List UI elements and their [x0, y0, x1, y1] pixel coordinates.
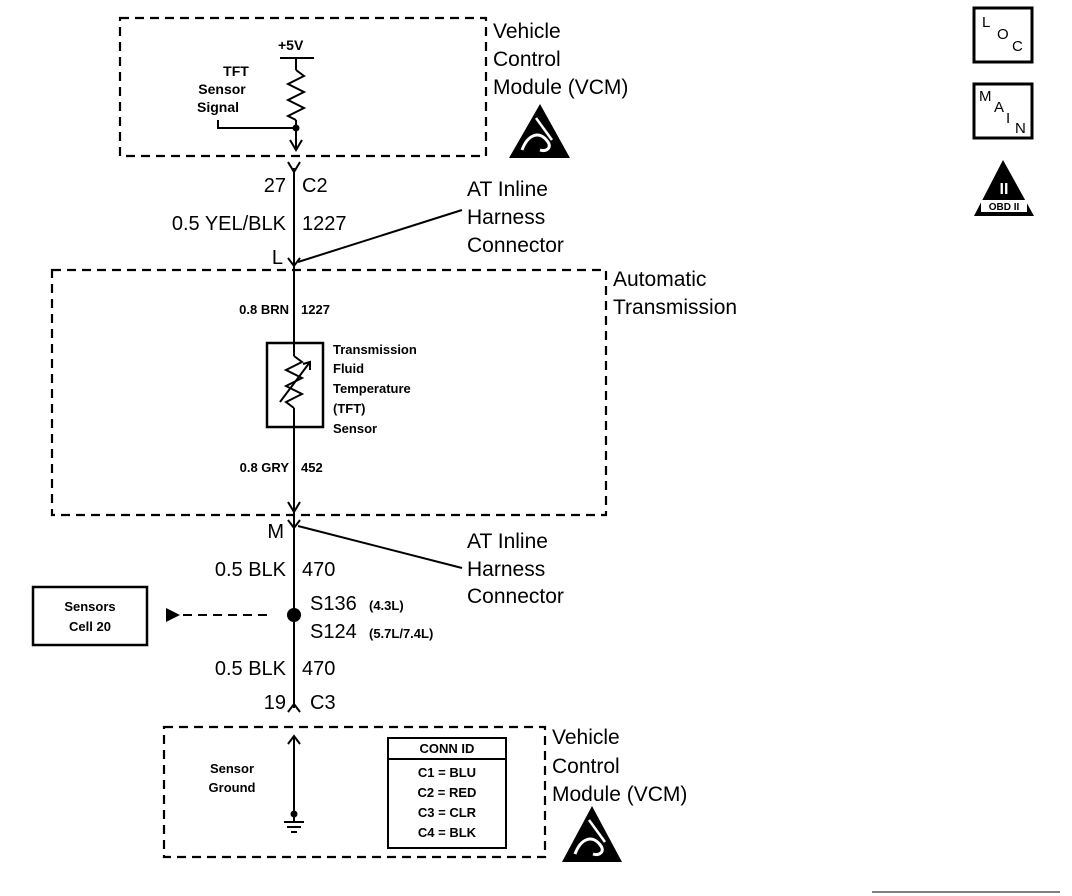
- supply-label: +5V: [278, 37, 304, 53]
- upper-pin: L: [272, 247, 283, 269]
- upper-leader-line: [297, 209, 463, 263]
- svg-text:M: M: [979, 88, 992, 105]
- lower-pin: M: [267, 521, 284, 543]
- sensors-cell-reference[interactable]: Sensors Cell 20: [31, 585, 149, 647]
- obd-mark: II: [1000, 181, 1009, 198]
- obd-text: OBD II: [989, 202, 1020, 213]
- wire-mid-color: 0.5 BLK: [215, 559, 287, 581]
- wire-mid-circuit: 470: [302, 559, 335, 581]
- lower-label-2: Harness: [467, 558, 545, 581]
- vcm-bottom-title-2: Control: [552, 755, 620, 778]
- wire-top-circuit: 1227: [302, 213, 347, 235]
- transmission-title-1: Automatic: [613, 268, 706, 291]
- wire-in-color: 0.8 BRN: [239, 302, 289, 317]
- connector-c3: 19 C3: [264, 692, 336, 714]
- ground-label-2: Ground: [209, 780, 256, 795]
- svg-text:C: C: [1012, 38, 1023, 55]
- inline-connector-upper: L AT Inline Harness Connector: [272, 178, 564, 269]
- vcm-top-title-1: Vehicle: [493, 20, 561, 43]
- arrow-icon: [289, 139, 303, 152]
- upper-label-1: AT Inline: [467, 178, 548, 201]
- vcm-bottom-module: Vehicle Control Module (VCM) Sensor Grou…: [162, 725, 687, 862]
- reference-box[interactable]: [31, 585, 149, 647]
- c2-pin: 27: [264, 175, 286, 197]
- loc-icon[interactable]: L O C: [972, 6, 1034, 64]
- c3-pin: 19: [264, 692, 286, 714]
- reference-line-1: Sensors: [64, 599, 115, 614]
- sensor-label-4: (TFT): [333, 401, 365, 416]
- lower-leader-line: [297, 525, 463, 569]
- transmission-boundary: [50, 268, 608, 517]
- splice-s136: S136: [310, 593, 357, 615]
- obd-ii-icon[interactable]: II OBD II: [974, 160, 1034, 216]
- conn-id-row: C1 = BLU: [418, 765, 476, 780]
- svg-text:I: I: [1006, 110, 1010, 127]
- conn-id-row: C3 = CLR: [418, 805, 477, 820]
- wire-out-color: 0.8 GRY: [240, 460, 290, 475]
- esd-warning-icon: [509, 104, 570, 158]
- arrow-icon: [287, 501, 301, 514]
- splice-point: S136 (4.3L) S124 (5.7L/7.4L): [166, 593, 433, 643]
- reference-line-2: Cell 20: [69, 619, 111, 634]
- vcm-top-boundary: [118, 16, 488, 158]
- vcm-top-title-3: Module (VCM): [493, 76, 628, 99]
- vcm-top-title-2: Control: [493, 48, 561, 71]
- sensor-label-3: Temperature: [333, 381, 411, 396]
- tft-label-1: TFT: [223, 63, 249, 79]
- vcm-top-module: Vehicle Control Module (VCM) +5V TFT Sen…: [118, 16, 628, 158]
- tft-label-2: Sensor: [198, 81, 246, 97]
- connector-chevron-icon: [287, 519, 301, 530]
- conn-id-row: C2 = RED: [418, 785, 477, 800]
- splice-dot: [287, 608, 301, 622]
- svg-text:N: N: [1015, 120, 1026, 137]
- esd-warning-icon: [562, 806, 622, 862]
- connector-chevron-icon: [287, 702, 301, 713]
- sensor-label-2: Fluid: [333, 361, 364, 376]
- svg-text:A: A: [994, 99, 1004, 116]
- splice-s124-note: (5.7L/7.4L): [369, 626, 433, 641]
- c3-connector: C3: [310, 692, 336, 714]
- wire-out-circuit: 452: [301, 460, 323, 475]
- arrow-icon: [287, 734, 301, 745]
- c2-connector: C2: [302, 175, 328, 197]
- wire-in-circuit: 1227: [301, 302, 330, 317]
- vcm-bottom-title-3: Module (VCM): [552, 783, 687, 806]
- main-icon[interactable]: M A I N: [972, 82, 1034, 140]
- connector-c2: 27 C2: [264, 161, 328, 197]
- tft-label-3: Signal: [197, 99, 239, 115]
- wire-bottom-color: 0.5 BLK: [215, 658, 287, 680]
- connector-chevron-icon: [287, 257, 301, 268]
- automatic-transmission: Automatic Transmission 0.8 BRN 1227 Tran…: [50, 268, 737, 517]
- ground-icon: [284, 814, 304, 833]
- transmission-title-2: Transmission: [613, 296, 737, 319]
- wire-top-color: 0.5 YEL/BLK: [172, 213, 287, 235]
- conn-id-table: CONN ID C1 = BLU C2 = RED C3 = CLR C4 = …: [387, 737, 507, 849]
- tft-sensor: [265, 341, 325, 429]
- sensor-label-1: Transmission: [333, 342, 417, 357]
- lower-label-3: Connector: [467, 585, 564, 608]
- splice-s136-note: (4.3L): [369, 598, 404, 613]
- conn-id-header: CONN ID: [420, 741, 475, 756]
- signal-line: [217, 120, 296, 129]
- svg-text:O: O: [997, 26, 1009, 43]
- sensor-label-5: Sensor: [333, 421, 377, 436]
- wire-bottom-circuit: 470: [302, 658, 335, 680]
- splice-s124: S124: [310, 621, 357, 643]
- upper-label-2: Harness: [467, 206, 545, 229]
- inline-connector-lower: M AT Inline Harness Connector: [267, 519, 564, 608]
- vcm-bottom-title-1: Vehicle: [552, 726, 620, 749]
- svg-text:L: L: [982, 14, 990, 31]
- pullup-resistor: [285, 69, 307, 121]
- lower-label-1: AT Inline: [467, 530, 548, 553]
- reference-arrow-icon: [166, 608, 180, 622]
- upper-label-3: Connector: [467, 234, 564, 257]
- conn-id-row: C4 = BLK: [418, 825, 477, 840]
- ground-label-1: Sensor: [210, 761, 254, 776]
